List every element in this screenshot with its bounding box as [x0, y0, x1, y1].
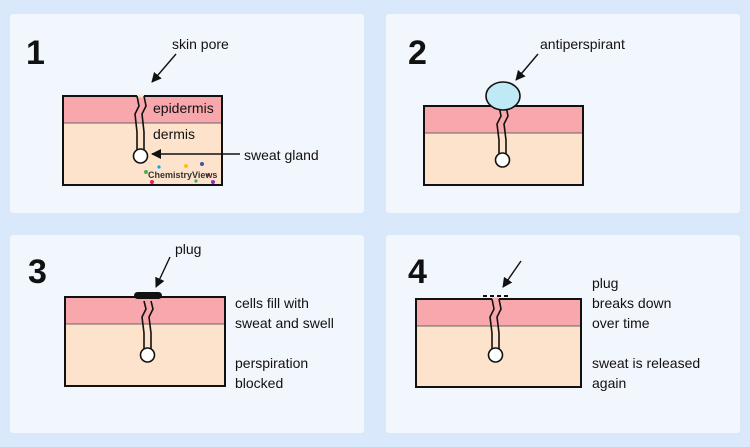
plug-breakdown-arrow — [502, 260, 522, 288]
antiperspirant-droplet — [485, 81, 521, 111]
panel-1-illustration — [62, 53, 240, 186]
plug-arrow — [155, 256, 171, 288]
step-number-4: 4 — [408, 253, 427, 291]
cells-fill-label-line-2: sweat and swell — [235, 315, 334, 331]
chemistryviews-logo: ChemistryViews — [148, 170, 218, 180]
plug-breaks-label-line-1: plug — [592, 275, 619, 291]
sweat-gland-bulb — [132, 148, 149, 164]
panel-3: 3 plug cells fill with sweat and swell p… — [10, 235, 364, 433]
panel-3-illustration — [64, 256, 226, 387]
panel-2-illustration — [423, 53, 584, 186]
step-number-2: 2 — [408, 34, 427, 72]
sweat-gland-bulb — [494, 152, 511, 168]
panel-1: 1 skin pore epidermis dermis sweat gland… — [10, 14, 364, 213]
sweat-duct — [134, 95, 147, 150]
antiperspirant-arrow — [515, 53, 539, 81]
antiperspirant-label: antiperspirant — [540, 36, 625, 52]
skin-block — [423, 105, 584, 186]
sweat-gland-label: sweat gland — [244, 147, 319, 163]
sweat-duct — [496, 105, 509, 154]
sweat-duct — [489, 298, 502, 349]
panel-4: 4 plug breaks down over time sweat is re… — [386, 235, 740, 433]
dermis-label: dermis — [153, 126, 196, 142]
step-number-1: 1 — [26, 34, 45, 72]
sweat-released-label-line-2: again — [592, 375, 627, 391]
epidermis-label: epidermis — [153, 100, 214, 116]
broken-plug-fragments — [483, 295, 508, 297]
plug-bar — [134, 292, 162, 299]
cells-fill-label-line-1: cells fill with — [235, 295, 309, 311]
skin-pore-label: skin pore — [172, 36, 229, 52]
panel-4-illustration — [415, 260, 582, 388]
sweat-duct — [141, 300, 154, 349]
plug-breaks-label-line-2: breaks down — [592, 295, 672, 311]
plug-breaks-label-line-3: over time — [592, 315, 650, 331]
plug-label: plug — [175, 241, 202, 257]
perspiration-label-line-2: blocked — [235, 375, 284, 391]
sweat-gland-bulb — [487, 347, 504, 363]
watermark-dots — [144, 162, 215, 184]
step-number-3: 3 — [28, 253, 47, 291]
perspiration-label-line-1: perspiration — [235, 355, 309, 371]
skin-pore-arrow — [151, 53, 177, 83]
panel-2: 2 antiperspirant — [386, 14, 740, 213]
sweat-released-label-line-1: sweat is released — [592, 355, 701, 371]
sweat-gland-bulb — [139, 347, 156, 363]
